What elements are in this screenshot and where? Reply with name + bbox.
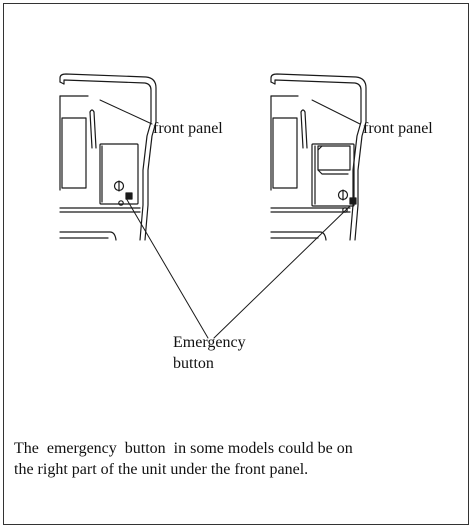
- emergency-label-line1: Emergency: [173, 334, 246, 351]
- leader-front-panel-left: [99, 99, 153, 125]
- caption-line-1: The emergency button in some models coul…: [14, 440, 353, 457]
- leader-emergency-left: [125, 197, 209, 339]
- front-panel-label-left: front panel: [153, 120, 223, 137]
- caption-line-2: the right part of the unit under the fro…: [14, 461, 309, 478]
- leader-front-panel-right: [311, 99, 361, 125]
- emergency-label-line2: button: [173, 355, 214, 372]
- right-unit: [270, 73, 367, 241]
- left-unit: [59, 73, 157, 241]
- caption: The emergency button in some models coul…: [14, 438, 464, 480]
- figure-frame: [3, 3, 469, 525]
- front-panel-label-right: front panel: [363, 120, 433, 137]
- leader-emergency-right: [213, 205, 351, 339]
